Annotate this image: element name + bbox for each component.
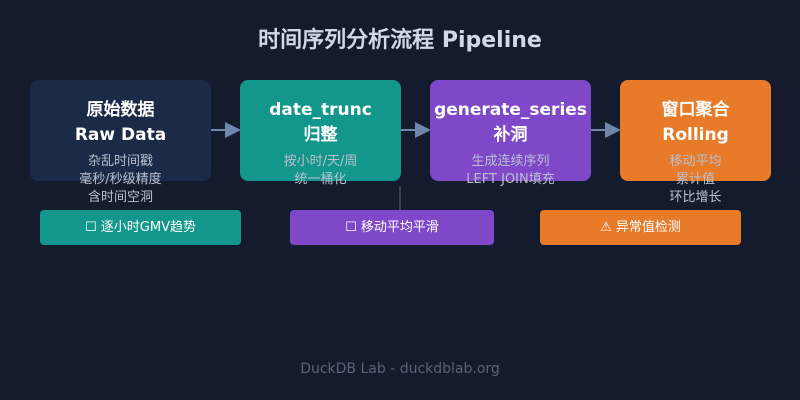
- footer-credit: DuckDB Lab - duckdblab.org: [300, 361, 500, 377]
- tag-hourly-gmv: ☐ 逐小时GMV趋势: [40, 210, 241, 245]
- desc-line: LEFT JOIN填充: [466, 172, 555, 187]
- step-title-en: generate_series: [434, 100, 587, 120]
- tag-label: 移动平均平滑: [360, 220, 439, 235]
- desc-line: 环比增长: [669, 190, 722, 205]
- desc-line: 毫秒/秒级精度: [79, 172, 162, 187]
- tag-label: 异常值检测: [615, 220, 681, 235]
- tag-moving-average: ☐ 移动平均平滑: [290, 210, 494, 245]
- diagram-title: 时间序列分析流程 Pipeline: [258, 28, 542, 53]
- warning-icon: ⚠: [600, 220, 612, 235]
- step-title-zh: 原始数据: [86, 100, 155, 120]
- step-title-en: Rolling: [662, 125, 729, 145]
- step-description: 杂乱时间戳 毫秒/秒级精度 含时间空洞: [30, 153, 211, 207]
- step-raw-data: 原始数据 Raw Data: [30, 80, 211, 181]
- desc-line: 含时间空洞: [87, 190, 153, 205]
- wave-icon: ☐: [345, 220, 357, 235]
- desc-line: 杂乱时间戳: [87, 154, 153, 169]
- step-description: 移动平均 累计值 环比增长: [620, 153, 771, 207]
- desc-line: 移动平均: [669, 154, 722, 169]
- step-window-aggregate: 窗口聚合 Rolling: [620, 80, 771, 181]
- step-description: 生成连续序列 LEFT JOIN填充: [430, 153, 591, 189]
- step-description: 按小时/天/周 统一桶化: [240, 153, 401, 189]
- step-title: 窗口聚合 Rolling: [620, 98, 771, 148]
- step-title: date_trunc 归整: [240, 98, 401, 148]
- tag-label: 逐小时GMV趋势: [100, 220, 196, 235]
- desc-line: 累计值: [675, 172, 715, 187]
- step-title-zh: 窗口聚合: [661, 100, 730, 120]
- chart-icon: ☐: [85, 220, 97, 235]
- step-title: generate_series 补洞: [430, 98, 591, 148]
- step-date-trunc: date_trunc 归整: [240, 80, 401, 181]
- tag-anomaly-detection: ⚠ 异常值检测: [540, 210, 741, 245]
- step-title: 原始数据 Raw Data: [30, 98, 211, 148]
- step-title-zh: 补洞: [493, 125, 528, 145]
- desc-line: 生成连续序列: [471, 154, 550, 169]
- step-generate-series: generate_series 补洞: [430, 80, 591, 181]
- desc-line: 统一桶化: [294, 172, 347, 187]
- desc-line: 按小时/天/周: [283, 154, 358, 169]
- step-title-zh: 归整: [303, 125, 338, 145]
- step-title-en: Raw Data: [74, 125, 167, 145]
- step-title-en: date_trunc: [269, 100, 372, 120]
